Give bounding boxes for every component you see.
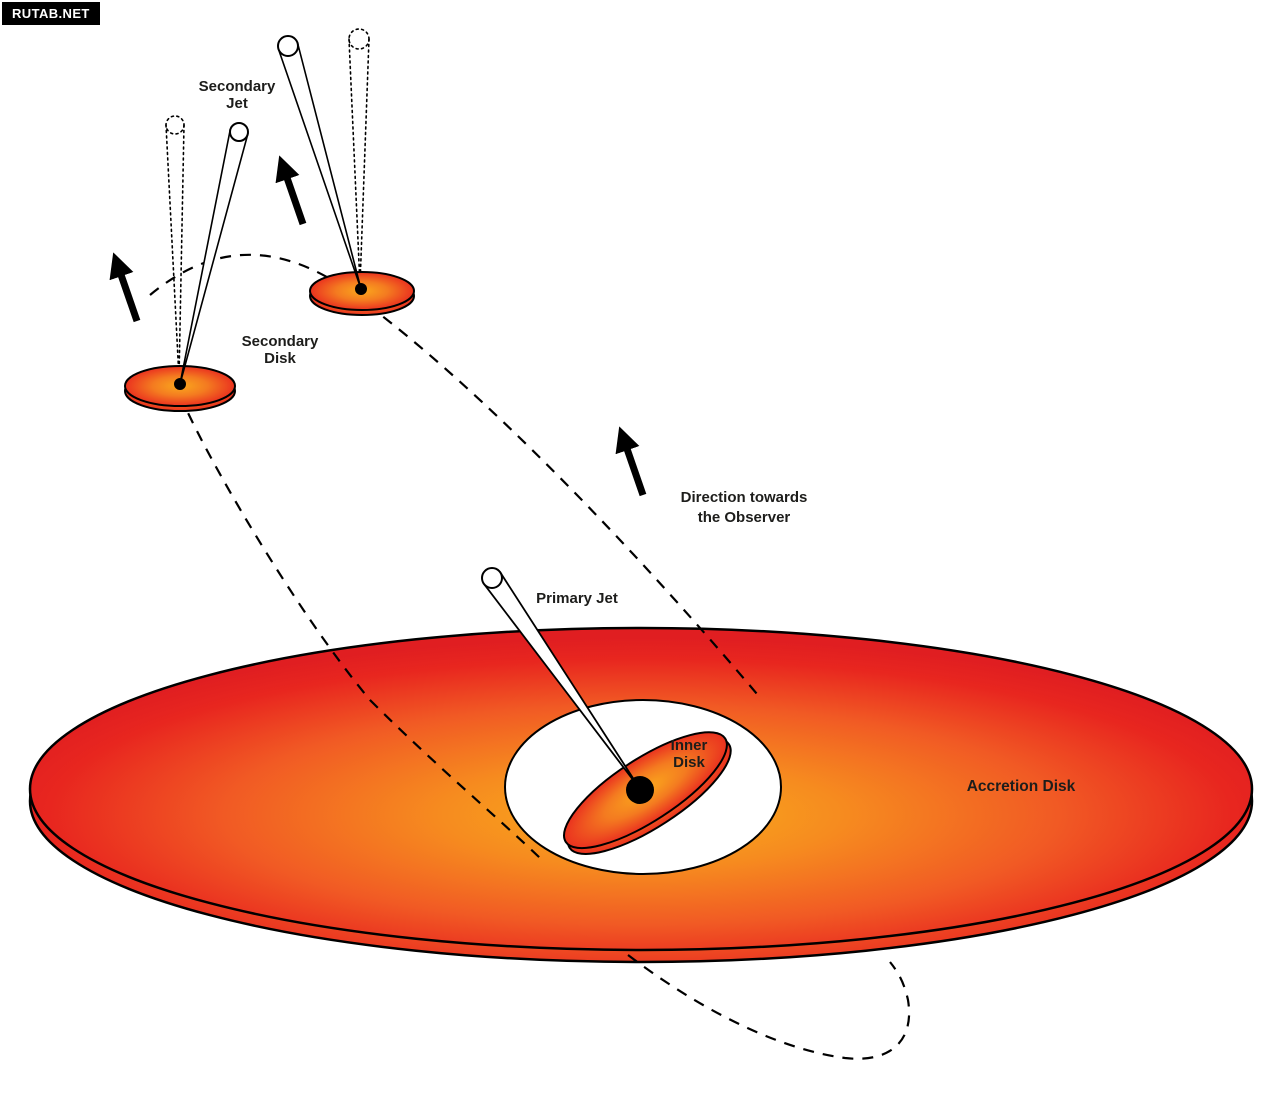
secondary-disk-a: [124, 115, 249, 412]
motion-arrow-a: [109, 252, 141, 323]
label-inner-disk-line1: Inner: [671, 737, 708, 754]
primary-jet-tip: [481, 567, 503, 589]
precession-orbit: [149, 253, 911, 1060]
label-observer-direction-line1: Direction towards: [681, 489, 808, 506]
precession-orbit-lower-loop: [627, 954, 911, 1060]
label-accretion-disk: Accretion Disk: [967, 778, 1076, 795]
secondary-disk-b: [277, 28, 415, 316]
central-black-hole-dot: [626, 776, 654, 804]
counter-jet-cone-a: [165, 124, 185, 379]
motion-arrow-b: [275, 155, 307, 226]
counter-jet-dotted-b: [348, 28, 370, 286]
precession-orbit-left-arc: [178, 394, 541, 859]
precession-orbit-upper-arc: [149, 253, 758, 695]
primary-jet: [481, 567, 641, 790]
label-inner-disk-line2: Disk: [673, 754, 705, 771]
label-secondary-disk-line1: Secondary: [242, 333, 319, 350]
secondary-jet-cone-a: [179, 128, 249, 385]
secondary-jet-tip-b: [277, 35, 299, 57]
direction-arrows: [109, 155, 647, 497]
counter-jet-dotted-a: [165, 115, 185, 379]
counter-jet-tip-dotted-b: [348, 28, 370, 50]
label-secondary-disk-line2: Disk: [264, 350, 296, 367]
secondary-jet-cone-b: [277, 42, 362, 290]
secondary-black-hole-dot-b: [355, 283, 367, 295]
label-observer-direction-line2: the Observer: [698, 509, 791, 526]
counter-jet-cone-b: [348, 38, 370, 286]
label-primary-jet: Primary Jet: [536, 590, 618, 607]
observer-direction-arrow: [615, 426, 647, 497]
counter-jet-tip-dotted-a: [165, 115, 185, 135]
secondary-black-hole-dot-a: [174, 378, 186, 390]
secondary-jet-tip-a: [229, 122, 249, 142]
label-secondary-jet-line2: Jet: [226, 95, 248, 112]
label-secondary-jet-line1: Secondary: [199, 78, 276, 95]
watermark-badge: RUTAB.NET: [2, 2, 100, 25]
diagram-labels: Secondary Jet Secondary Disk Direction t…: [199, 78, 1076, 795]
